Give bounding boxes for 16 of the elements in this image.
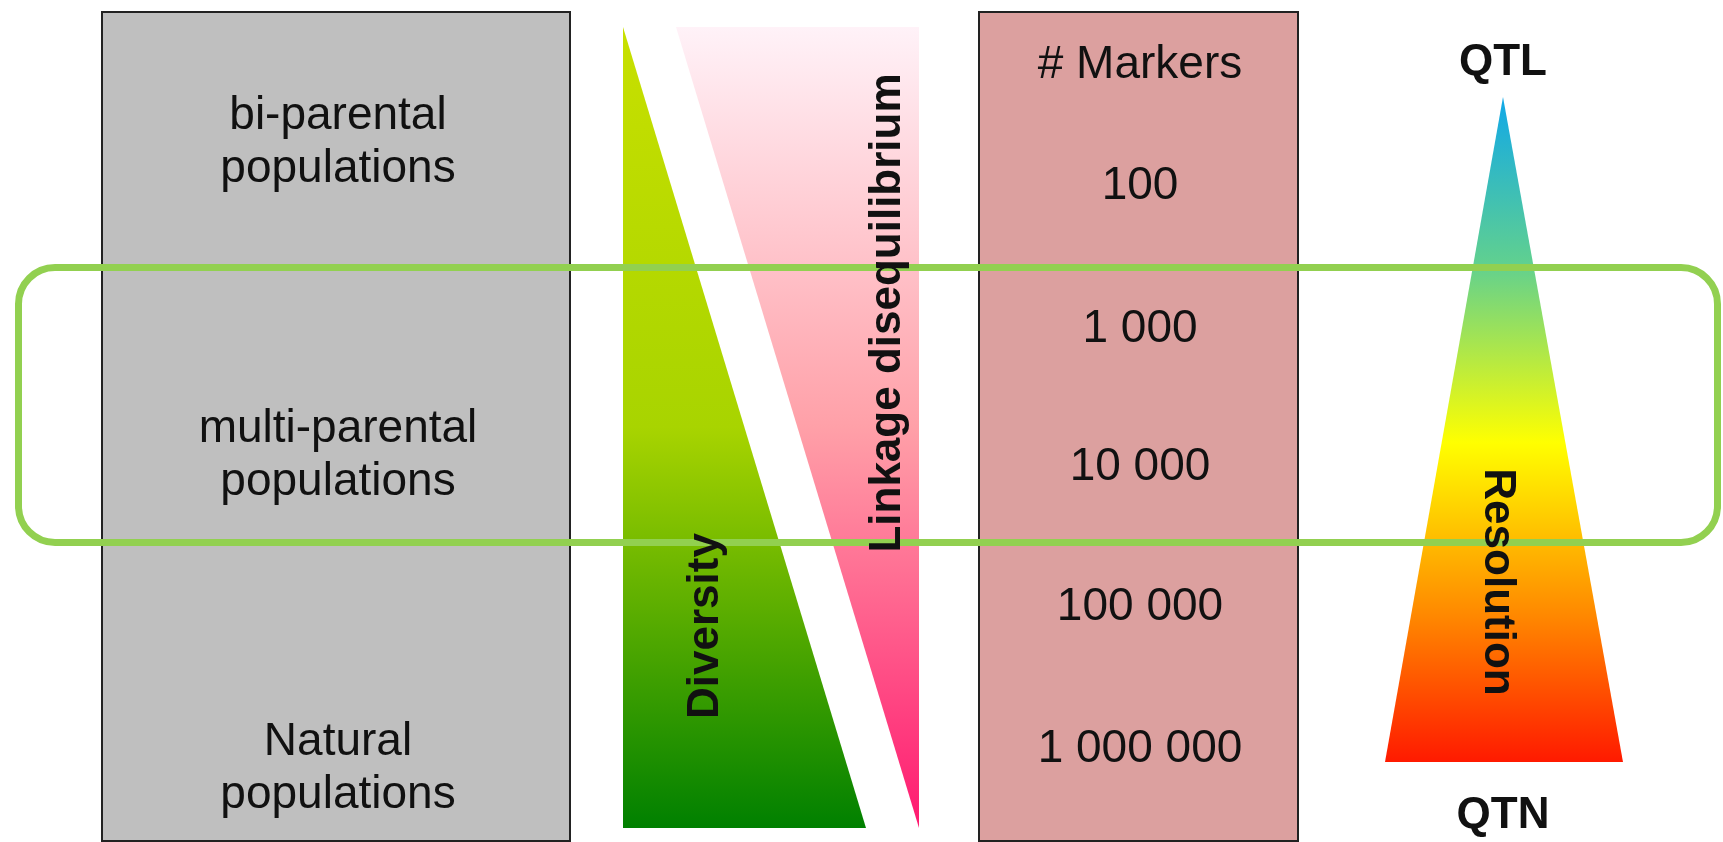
marker-count: 1 000 000 bbox=[1037, 719, 1243, 773]
population-label: bi-parental populations bbox=[219, 87, 457, 193]
marker-count: 100 bbox=[1101, 156, 1179, 210]
marker-count: 100 000 bbox=[1056, 577, 1224, 631]
population-label: multi-parental populations bbox=[197, 400, 479, 506]
marker-column bbox=[978, 11, 1299, 842]
axis-label: Diversity bbox=[677, 533, 728, 719]
population-label: Natural populations bbox=[219, 713, 457, 819]
axis-label: Linkage disequilibrium bbox=[859, 73, 910, 553]
end-label: QTL bbox=[1459, 34, 1547, 86]
marker-count: # Markers bbox=[1037, 35, 1243, 89]
marker-count: 1 000 bbox=[1082, 299, 1198, 353]
end-label: QTN bbox=[1456, 787, 1550, 839]
marker-count: 10 000 bbox=[1069, 437, 1211, 491]
population-column bbox=[101, 11, 571, 842]
axis-label: Resolution bbox=[1475, 468, 1526, 696]
